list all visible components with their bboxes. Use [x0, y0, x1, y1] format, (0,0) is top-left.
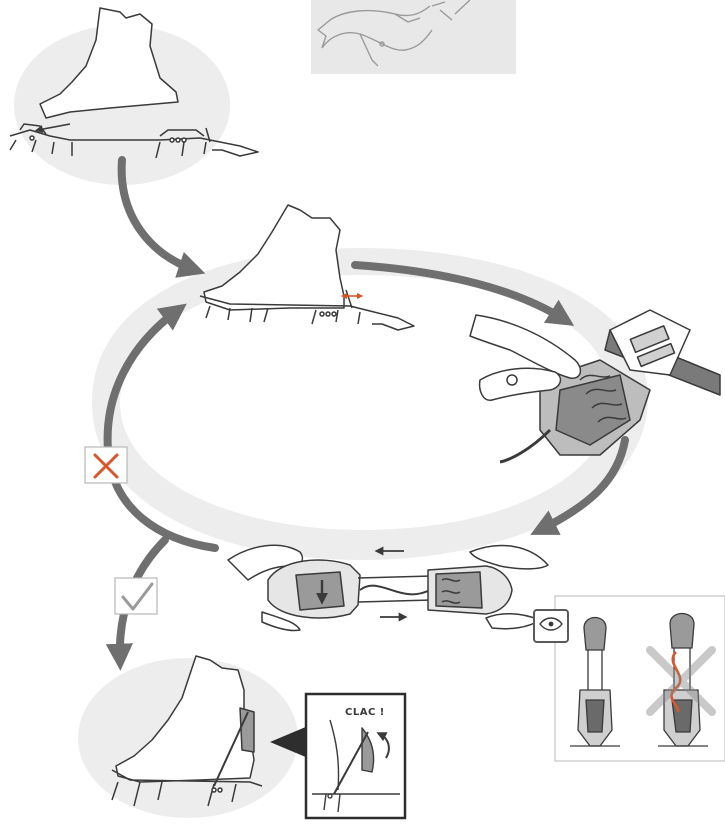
boot-outline: [39, 7, 179, 119]
arrow-step1-to-step2: [117, 156, 206, 278]
step1-slide-arrow: [34, 123, 71, 134]
step4-crampon-adjust: [227, 544, 549, 632]
top-inset-crampon-sketch: [317, 0, 471, 67]
arrow-step3-to-step4: [530, 436, 629, 535]
crampon-frame: [9, 129, 259, 157]
boot-outline: [115, 655, 255, 783]
clac-label: CLAC !: [345, 707, 385, 718]
eye-icon: [533, 609, 569, 643]
arrow-step2-to-step3: [351, 261, 575, 326]
hand-right: [469, 544, 549, 570]
center-bar: [357, 575, 433, 603]
incorrect-crampon-view: [658, 612, 708, 747]
correct-crampon-view: [570, 616, 620, 747]
top-inset-panel: [311, 0, 516, 74]
final-step-boot-locked: [111, 655, 263, 807]
heel-lever: [239, 707, 255, 753]
step1-boot-over-crampon: [9, 7, 259, 159]
inspection-inset: [533, 595, 725, 762]
zoom-callout: CLAC !: [270, 692, 407, 820]
check-badge: [114, 577, 158, 615]
cross-badge: [84, 446, 128, 484]
step3-hands-tightening: [469, 309, 721, 464]
boot-outline: [203, 204, 345, 311]
callout-pointer: [270, 726, 308, 758]
hand-right-lower: [485, 613, 541, 630]
hand-left-lower: [261, 611, 301, 632]
hand-upper: [469, 314, 582, 379]
cross-icon: [93, 453, 119, 479]
step2-boot-in-crampon: [199, 204, 415, 331]
check-icon: [121, 582, 154, 611]
hand-lower: [478, 367, 562, 401]
strap-cable: [499, 428, 552, 464]
lace-loops: [579, 374, 627, 423]
incorrect-cross-overlay: [646, 646, 716, 716]
